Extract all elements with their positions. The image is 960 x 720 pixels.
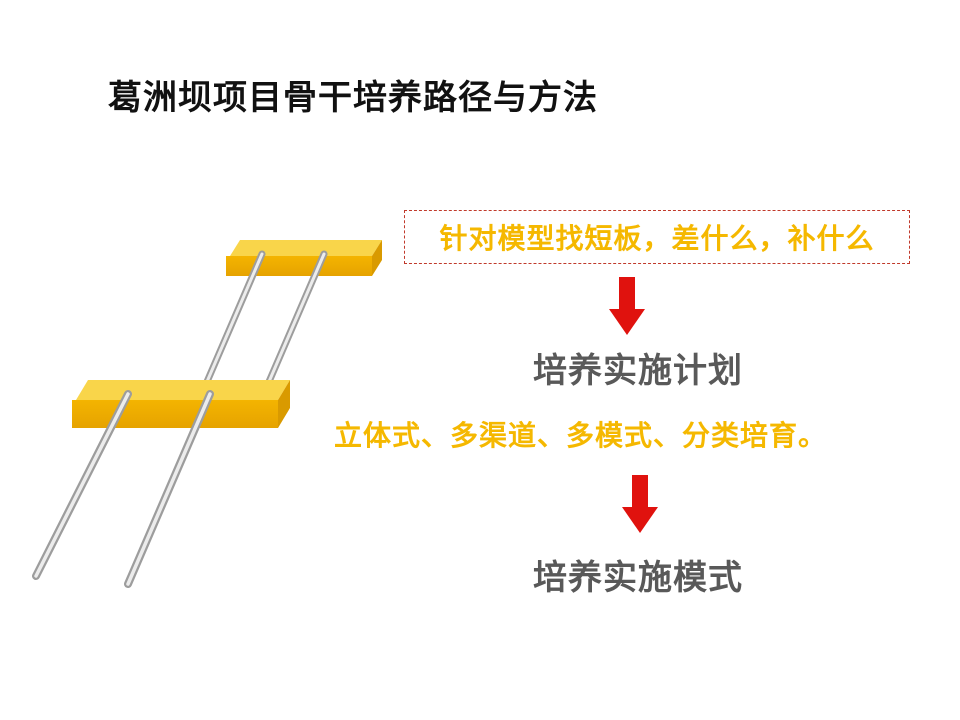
note-box: 针对模型找短板，差什么，补什么 [404,210,910,264]
lower-platform [72,380,290,428]
methods-text: 立体式、多渠道、多模式、分类培育。 [334,419,828,452]
plan-step: 培养实施计划 [533,351,743,391]
upper-platform [226,240,382,276]
down-arrow-icon [609,277,645,335]
lower-ladder [32,390,214,588]
upper-ladder [202,250,328,388]
down-arrow-icon [622,475,658,533]
mode-step: 培养实施模式 [533,558,743,598]
note-text: 针对模型找短板，差什么，补什么 [439,222,875,255]
page-title: 葛洲坝项目骨干培养路径与方法 [108,78,598,118]
